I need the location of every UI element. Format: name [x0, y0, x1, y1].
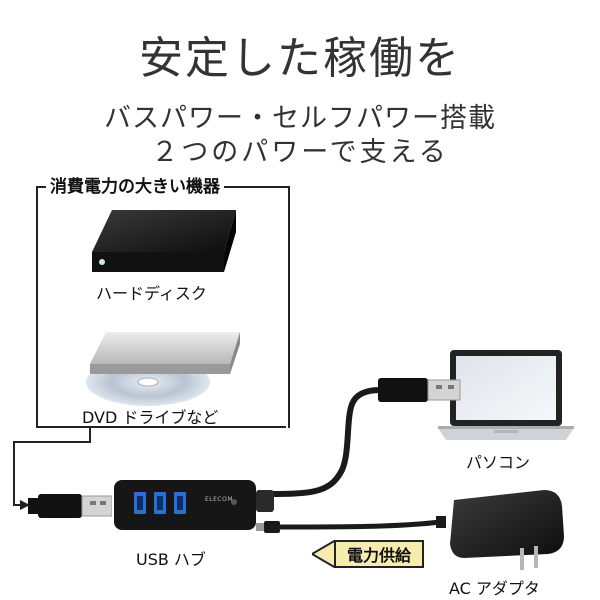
headline: 安定した稼働を — [139, 33, 461, 84]
hard-disk-label: ハードディスク — [96, 284, 207, 303]
hub-label: USB ハブ — [136, 550, 206, 569]
arrow-left-icon — [312, 540, 336, 568]
laptop-icon — [438, 350, 574, 440]
dvd-drive-icon — [86, 332, 240, 406]
device-group-frame-bottom — [36, 426, 286, 428]
dvd-drive-label: DVD ドライブなど — [82, 408, 219, 427]
hub-logo-text: ELECOM — [205, 496, 234, 503]
usb-plug-pc-icon — [378, 378, 461, 402]
usb-plug-left-icon — [28, 494, 112, 518]
power-supply-label: 電力供給 — [334, 540, 424, 568]
ac-adapter-icon — [436, 490, 564, 570]
pc-label: パソコン — [466, 453, 531, 472]
adapter-label: AC アダプタ — [449, 579, 540, 598]
device-group-label: 消費電力の大きい機器 — [46, 172, 224, 197]
power-supply-tag: 電力供給 — [312, 540, 424, 568]
subheadline-line1: バスパワー・セルフパワー搭載 — [104, 103, 496, 134]
hard-disk-icon — [92, 210, 236, 272]
dc-plug-icon — [256, 521, 280, 533]
subheadline-line2: ２つのパワーで支える — [151, 137, 449, 168]
usb-hub-icon — [114, 480, 274, 530]
